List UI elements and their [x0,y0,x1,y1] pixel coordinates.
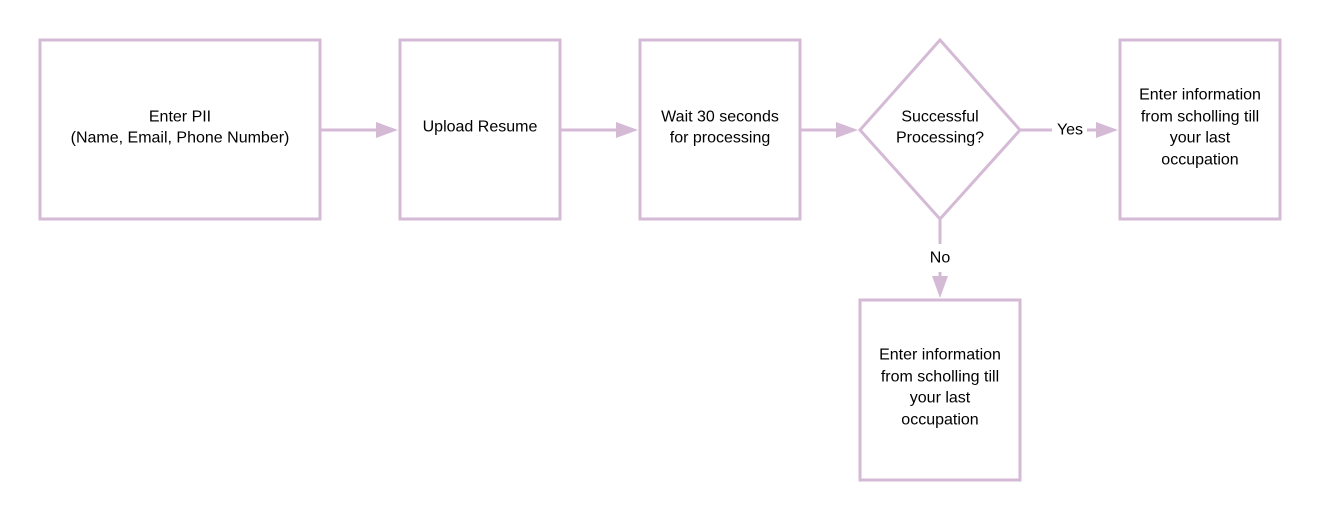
process-box [858,298,1022,482]
node-label-line: Enter PII [149,109,211,126]
node-label-line: occupation [1161,152,1238,169]
node-wait-processing: Wait 30 seconds for processing [638,38,802,221]
edge-wait-to-decision [801,122,858,138]
arrowhead [836,122,858,138]
edge-pii-to-upload [321,122,398,138]
node-label-line: (Name, Email, Phone Number) [71,130,290,147]
node-decision: Successful Processing? [857,37,1023,222]
edge-decision-yes: Yes [1021,122,1118,139]
process-box [38,38,322,221]
node-label-line: Processing? [896,130,984,147]
node-label-line: Enter information [1139,87,1261,104]
no-label: No [930,250,951,267]
node-label-line: your last [910,390,971,407]
node-upload-resume: Upload Resume [398,38,562,221]
node-label-line: from scholling till [1141,109,1259,126]
arrowhead [932,276,948,298]
node-label-line: Upload Resume [423,119,538,136]
node-yes-result: Enter information from scholling till yo… [1118,38,1282,221]
arrowhead [376,122,398,138]
node-label-line: from scholling till [881,369,999,386]
yes-label: Yes [1057,122,1083,139]
node-label-line: Successful [901,109,978,126]
process-box [1118,38,1282,221]
node-label-line: occupation [901,412,978,429]
node-no-result: Enter information from scholling till yo… [858,298,1022,482]
node-label-line: for processing [670,130,771,147]
process-box [638,38,802,221]
arrowhead [1096,122,1118,138]
node-label-line: your last [1170,130,1231,147]
decision-diamond [857,37,1023,222]
node-label-line: Wait 30 seconds [661,109,779,126]
node-label-line: Enter information [879,347,1001,364]
edge-decision-no: No [930,220,951,298]
edge-upload-to-wait [561,122,638,138]
process-box [398,38,562,221]
arrowhead [616,122,638,138]
node-enter-pii: Enter PII (Name, Email, Phone Number) [38,38,322,221]
